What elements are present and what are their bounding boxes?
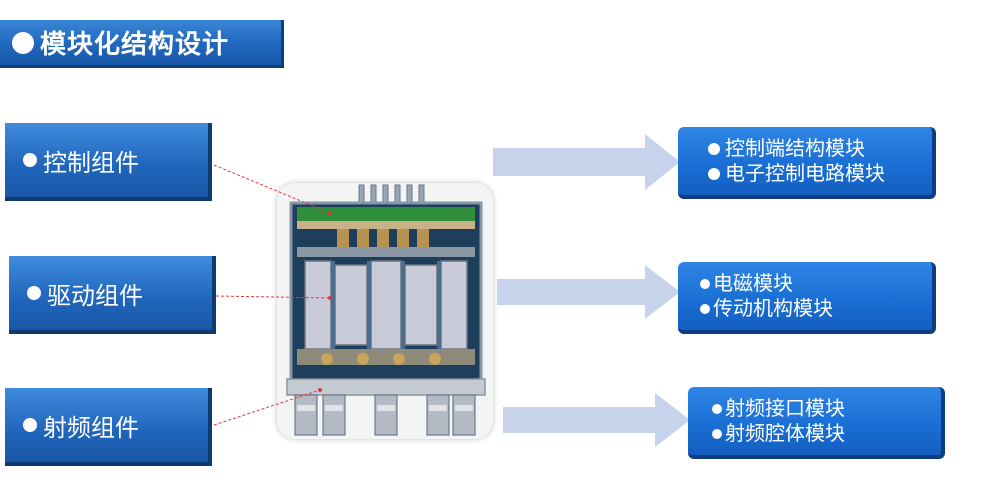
module-item-text: 控制端结构模块 [725, 136, 865, 160]
bullet-dot-icon [708, 142, 720, 155]
module-item: 射频腔体模块 [712, 421, 941, 446]
drive-leader-line [215, 295, 331, 299]
device-drawing [286, 184, 486, 436]
module-item: 传动机构模块 [700, 296, 932, 321]
rf-component-box: 射频组件 [5, 388, 212, 466]
module-item: 控制端结构模块 [708, 136, 932, 161]
drive-component-box: 驱动组件 [9, 256, 216, 334]
rf-component-label: 射频组件 [43, 413, 139, 442]
bullet-dot-icon [23, 418, 37, 432]
arrow-2-icon [497, 265, 680, 319]
module-item: 电子控制电路模块 [708, 161, 932, 186]
module-item: 射频接口模块 [712, 396, 941, 421]
bullet-dot-icon [712, 428, 722, 439]
page-title-text: 模块化结构设计 [40, 30, 230, 60]
module-box-drive: 电磁模块 传动机构模块 [678, 262, 936, 334]
module-item-text: 传动机构模块 [713, 296, 833, 320]
bullet-dot-icon [23, 153, 37, 167]
rf-leader-line [213, 389, 321, 426]
module-item: 电磁模块 [700, 271, 932, 296]
module-item-text: 电磁模块 [713, 271, 793, 295]
bullet-dot-icon [712, 403, 722, 414]
module-box-control: 控制端结构模块 电子控制电路模块 [678, 127, 936, 199]
control-component-label: 控制组件 [43, 148, 139, 177]
bullet-dot-icon [700, 278, 710, 289]
module-item-text: 射频腔体模块 [725, 421, 845, 445]
module-item-text: 电子控制电路模块 [725, 161, 885, 185]
page-title: 模块化结构设计 [0, 20, 284, 68]
arrow-3-icon [503, 393, 690, 447]
drive-component-label: 驱动组件 [47, 281, 143, 310]
bullet-dot-icon [700, 303, 710, 314]
bullet-dot-icon [708, 167, 720, 180]
module-box-rf: 射频接口模块 射频腔体模块 [688, 387, 945, 459]
control-component-box: 控制组件 [5, 123, 212, 201]
control-leader-line [213, 164, 331, 214]
arrow-1-icon [493, 134, 680, 190]
device-cutaway-image [277, 183, 493, 439]
bullet-dot-icon [12, 31, 34, 54]
bullet-dot-icon [27, 286, 41, 300]
module-item-text: 射频接口模块 [725, 396, 845, 420]
